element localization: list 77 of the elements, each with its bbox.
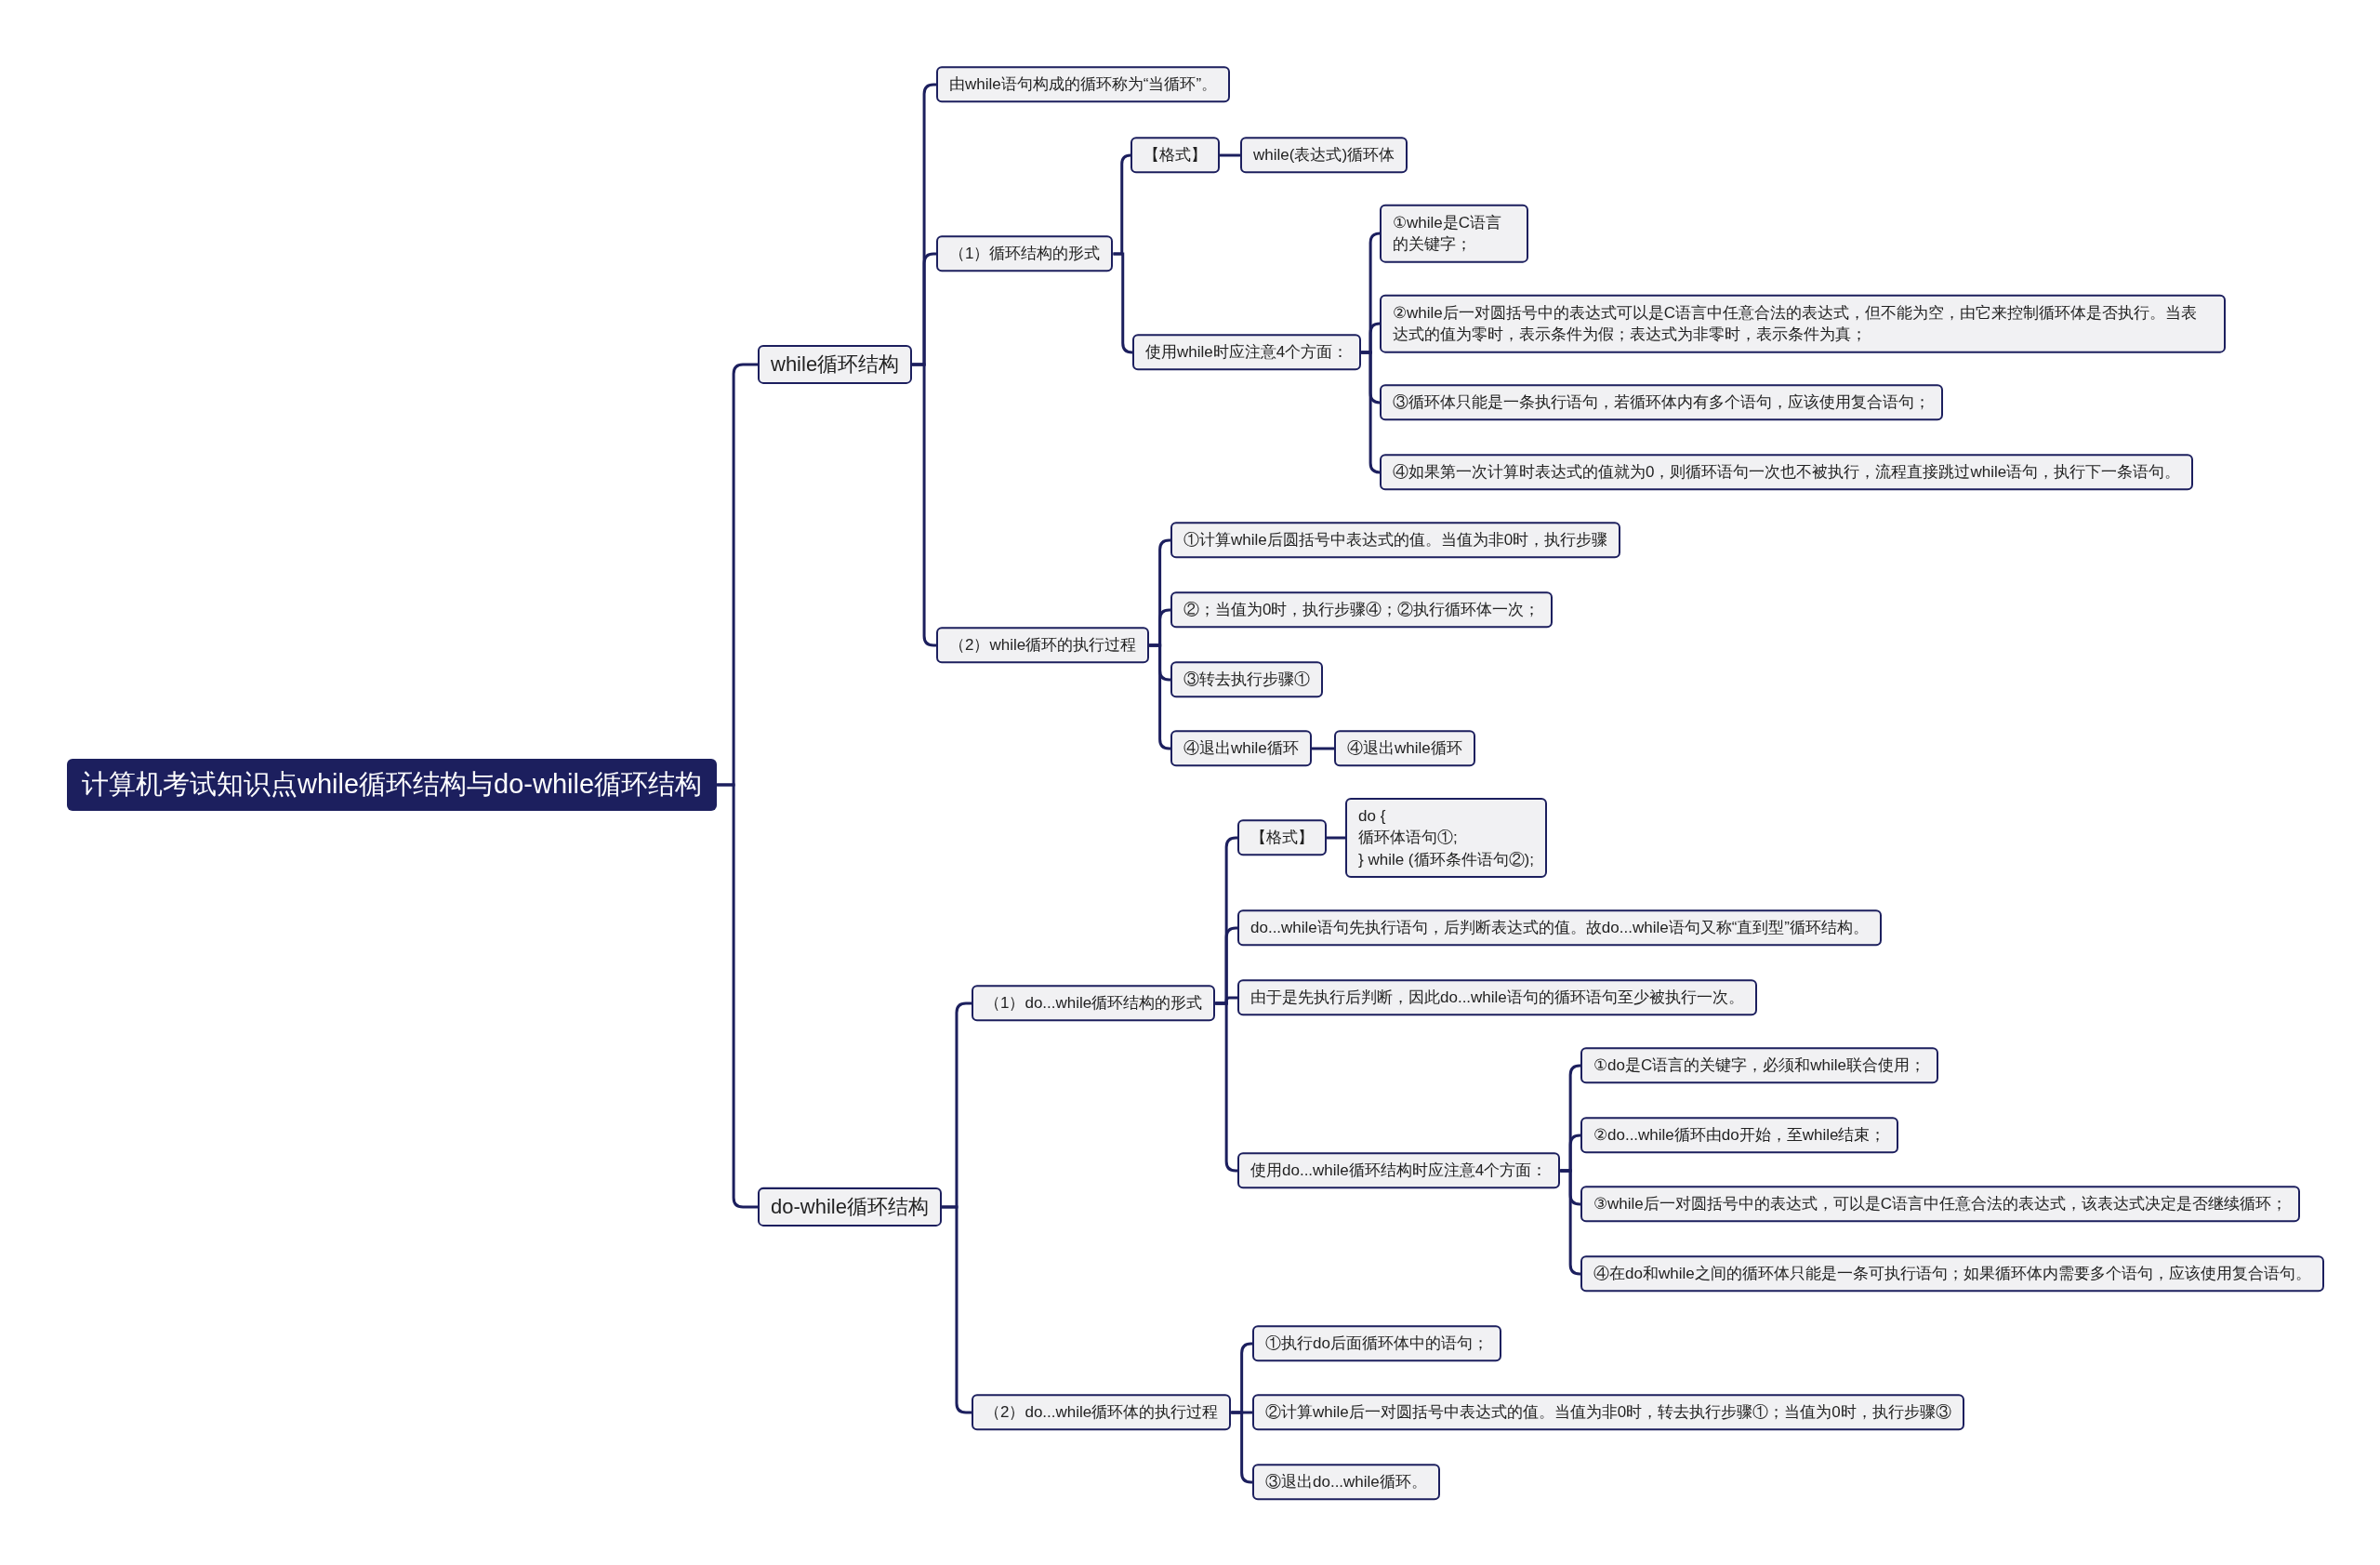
- topic-text: ④如果第一次计算时表达式的值就为0，则循环语句一次也不被执行，流程直接跳过while语句，执行下一条语句。: [1393, 462, 2181, 484]
- topic-text: ③while后一对圆括号中的表达式，可以是C语言中任意合法的表达式，该表达式决定是否继续循环；: [1593, 1194, 2288, 1215]
- topic-text: 计算机考试知识点while循环结构与do-while循环结构: [82, 768, 703, 802]
- topic-text: ①do是C语言的关键字，必须和while联合使用；: [1593, 1055, 1925, 1077]
- topic-text: ③循环体只能是一条执行语句，若循环体内有多个语句，应该使用复合语句；: [1393, 392, 1930, 414]
- topic-text: do {: [1358, 805, 1387, 827]
- connector-line: [1560, 1169, 1581, 1276]
- subtopic-box: [1170, 730, 1312, 767]
- connector-line: [1311, 747, 1334, 750]
- subtopic-box: [1580, 1255, 2324, 1293]
- topic-text: ④退出while循环: [1183, 738, 1299, 760]
- subtopic-box: [1170, 522, 1621, 559]
- topic-text: 由于是先执行后判断，因此do...while语句的循环语句至少被执行一次。: [1250, 988, 1744, 1009]
- topic-text: ②do...while循环由do开始，至while结束；: [1593, 1125, 1886, 1147]
- subtopic-box: [1170, 661, 1323, 698]
- central-topic: [67, 759, 718, 811]
- subtopic-box: [1170, 591, 1554, 629]
- topic-text: ④退出while循环: [1347, 738, 1462, 760]
- topic-text: ③退出do...while循环。: [1265, 1472, 1427, 1493]
- topic-text: ②；当值为0时，执行步骤④；②执行循环体一次；: [1183, 600, 1540, 621]
- topic-text: ①执行do后面循环体中的语句；: [1265, 1333, 1488, 1355]
- topic-text: ③转去执行步骤①: [1183, 670, 1310, 691]
- topic-text: （2）while循环的执行过程: [949, 635, 1137, 657]
- topic-text: while循环结构: [771, 351, 900, 378]
- subtopic-box: [1580, 1047, 1938, 1084]
- topic-text: 由while语句构成的循环称为“当循环”。: [949, 74, 1218, 96]
- topic-text: do-while循环结构: [771, 1193, 929, 1220]
- topic-text: 使用do...while循环结构时应注意4个方面：: [1250, 1160, 1548, 1182]
- topic-text: ④在do和while之间的循环体只能是一条可执行语句；如果循环体内需要多个语句，应该使用复合语句。: [1593, 1264, 2311, 1285]
- subtopic-box: [972, 1394, 1232, 1431]
- subtopic-box: [1132, 334, 1362, 371]
- subtopic-box: [1580, 1117, 1899, 1154]
- connector-line: [1220, 153, 1240, 157]
- subtopic-box: [1380, 294, 2226, 353]
- main-topic: [758, 1187, 942, 1227]
- topic-text: ①while是C语言的关键字；: [1393, 212, 1503, 255]
- connector-line: [1113, 252, 1134, 354]
- topic-text: } while (循环条件语句②);: [1358, 849, 1534, 870]
- topic-text: 【格式】: [1144, 145, 1207, 166]
- subtopic-box: [1334, 730, 1475, 767]
- subtopic-box: [1252, 1394, 1964, 1431]
- connector-line: [1327, 836, 1345, 840]
- subtopic-box: [1237, 909, 1882, 947]
- topic-text: （2）do...while循环体的执行过程: [985, 1402, 1219, 1424]
- subtopic-box: [1130, 137, 1220, 174]
- topic-text: ②while后一对圆括号中的表达式可以是C语言中任意合法的表达式，但不能为空，由它来控制循环体是否执行。当表达式的值为零时，表示条件为假；表达式为非零时，表示条件为真；: [1393, 302, 2199, 345]
- connector-line: [941, 1205, 972, 1414]
- subtopic-box: [972, 985, 1216, 1022]
- topic-text: 使用while时应注意4个方面：: [1145, 342, 1349, 364]
- subtopic-box: [1237, 819, 1327, 856]
- topic-text: ②计算while后一对圆括号中表达式的值。当值为非0时，转去执行步骤①；当值为0时，执行步骤③: [1265, 1402, 1951, 1424]
- subtopic-box: [1380, 204, 1528, 263]
- topic-text: ①计算while后圆括号中表达式的值。当值为非0时，执行步骤: [1183, 530, 1608, 551]
- topic-text: （1）循环结构的形式: [949, 244, 1101, 265]
- topic-text: （1）do...while循环结构的形式: [985, 993, 1203, 1015]
- subtopic-box: [936, 235, 1114, 272]
- connector-line: [1361, 351, 1382, 474]
- connector-line: [1231, 1411, 1253, 1484]
- subtopic-box: [1237, 979, 1757, 1016]
- subtopic-box: [936, 627, 1150, 664]
- main-topic: [758, 344, 913, 385]
- subtopic-box: [1237, 1152, 1561, 1189]
- subtopic-box: [1380, 384, 1943, 421]
- subtopic-box: [1580, 1186, 2301, 1223]
- connector-line: [1215, 1001, 1238, 1173]
- connector-line: [717, 783, 758, 1209]
- subtopic-box: [1345, 797, 1547, 879]
- topic-text: 循环体语句①;: [1358, 828, 1459, 849]
- subtopic-box: [1252, 1464, 1440, 1501]
- connector-line: [1149, 643, 1171, 750]
- subtopic-box: [1380, 454, 2194, 491]
- topic-text: 【格式】: [1250, 828, 1314, 849]
- subtopic-box: [1252, 1325, 1501, 1362]
- subtopic-box: [936, 66, 1231, 103]
- topic-text: do...while语句先执行语句，后判断表达式的值。故do...while语句又称“直到型”循环结构。: [1250, 918, 1869, 939]
- topic-text: while(表达式)循环体: [1253, 145, 1395, 166]
- subtopic-box: [1240, 137, 1408, 174]
